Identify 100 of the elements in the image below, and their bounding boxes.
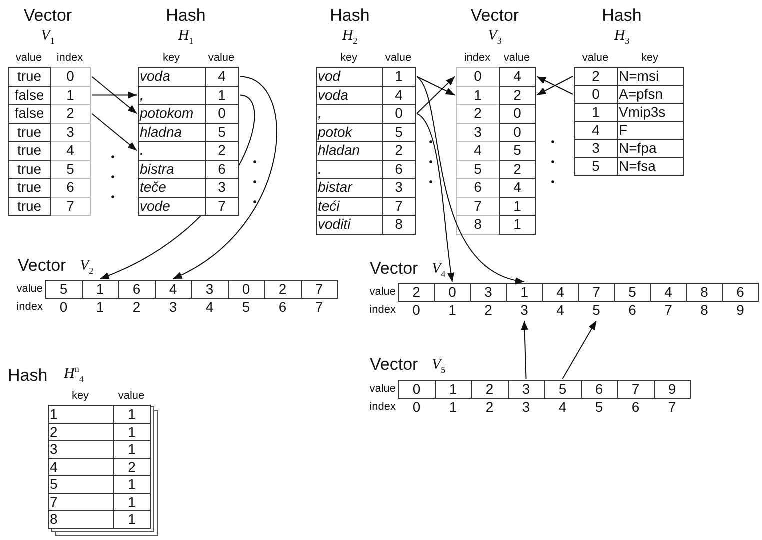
column-header: key <box>340 52 358 64</box>
index-label: 4 <box>204 299 215 315</box>
column-header: index <box>56 52 84 64</box>
index-label: 2 <box>132 299 142 315</box>
table-cell: 3 <box>191 280 228 299</box>
index-label: 0 <box>412 399 422 415</box>
index-label: 6 <box>628 302 638 318</box>
table-cell: 7 <box>205 196 239 216</box>
table-cell: true <box>8 196 51 216</box>
table-cell: 0 <box>228 280 265 299</box>
index-label: 7 <box>664 302 674 318</box>
table-symbol: V$_{2}$ <box>80 258 94 276</box>
table-title: Hash <box>602 6 642 26</box>
table-cell: 0 <box>434 283 471 302</box>
arrow <box>92 76 138 114</box>
arrow <box>562 320 597 380</box>
row-header: value <box>370 286 396 298</box>
index-label: 3 <box>168 299 178 315</box>
table-symbol: V$_{3}$ <box>488 28 502 46</box>
table-cell: N=fpa <box>617 139 684 158</box>
table-cell: vode <box>138 196 206 216</box>
table-cell: 8 <box>686 283 723 302</box>
column-header: key <box>641 52 659 64</box>
column-header: key <box>162 52 180 64</box>
column-header: value <box>504 52 530 64</box>
table-cell: 6 <box>580 380 618 399</box>
arrow <box>416 76 525 284</box>
table-cell: 0 <box>50 67 91 86</box>
table-cell: 0 <box>499 104 536 124</box>
row-header: index <box>370 401 396 413</box>
table-cell: 1 <box>382 67 416 86</box>
table-cell: F <box>617 121 684 140</box>
index-label: 6 <box>630 399 641 415</box>
table-cell: true <box>8 67 51 86</box>
arrow <box>521 320 528 380</box>
table-cell: 4 <box>650 283 687 302</box>
index-label: 4 <box>558 399 568 415</box>
table-cell: 5 <box>45 280 82 299</box>
table-cell: 0 <box>499 122 536 142</box>
table-cell: 6 <box>118 280 156 299</box>
column-header: key <box>72 390 90 402</box>
table-cell: 1 <box>434 380 472 399</box>
table-cell: 3 <box>508 380 545 399</box>
table-cell: 2 <box>398 283 435 302</box>
index-label: 4 <box>556 302 566 318</box>
table-cell: 8 <box>48 510 114 528</box>
table-cell: 1 <box>506 283 543 302</box>
table-cell: 5 <box>544 380 582 399</box>
index-label: 5 <box>594 399 604 415</box>
table-cell: 5 <box>574 157 618 176</box>
index-label: 1 <box>448 302 458 318</box>
table-cell: 7 <box>578 283 615 302</box>
index-label: 1 <box>95 299 106 315</box>
index-label: 3 <box>521 399 532 415</box>
index-label: 9 <box>736 302 746 318</box>
table-cell: 0 <box>456 67 500 86</box>
index-label: 7 <box>314 299 324 315</box>
table-cell: 1 <box>113 405 151 424</box>
table-title: Vector <box>24 6 72 26</box>
table-cell: A=pfsn <box>617 85 684 104</box>
arrow <box>416 76 456 114</box>
index-label: 6 <box>278 299 288 315</box>
table-title: Hash <box>8 366 48 386</box>
table-symbol: V$_{4}$ <box>432 261 446 279</box>
table-cell: 5 <box>614 283 651 302</box>
table-cell: false <box>8 104 51 124</box>
arrow <box>92 92 138 99</box>
table-cell: 0 <box>398 380 436 399</box>
table-title: Vector <box>470 6 520 26</box>
index-label: 1 <box>448 399 458 415</box>
arrow <box>416 113 455 282</box>
table-cell: 8 <box>382 215 416 234</box>
index-label: 5 <box>241 299 252 315</box>
table-cell: 2 <box>499 160 536 179</box>
table-cell: 1 <box>113 510 151 528</box>
table-title: Vector <box>370 355 418 375</box>
table-cell: 2 <box>264 280 302 299</box>
table-cell: 9 <box>654 380 691 399</box>
column-header: value <box>582 52 609 64</box>
table-cell: 6 <box>722 283 759 302</box>
table-cell: 1 <box>499 196 536 216</box>
table-cell: N=fsa <box>617 157 684 176</box>
table-cell: 4 <box>499 178 536 198</box>
index-label: 2 <box>484 399 495 415</box>
index-label: 5 <box>592 302 602 318</box>
index-label: 2 <box>484 302 494 318</box>
arrow <box>416 76 456 96</box>
column-header: index <box>464 52 491 64</box>
table-cell: 2 <box>471 380 508 399</box>
table-cell: voditi <box>316 215 383 234</box>
column-header: value <box>118 390 145 402</box>
table-cell: voda <box>138 67 206 86</box>
table-cell: 7 <box>50 196 91 216</box>
table-cell: 2 <box>574 67 618 86</box>
table-cell: 5 <box>499 141 536 160</box>
table-cell: 8 <box>456 215 500 234</box>
table-title: Vector <box>18 256 66 276</box>
table-cell: 7 <box>617 380 654 399</box>
table-cell: 2 <box>499 86 536 105</box>
table-cell: 7 <box>300 280 338 299</box>
